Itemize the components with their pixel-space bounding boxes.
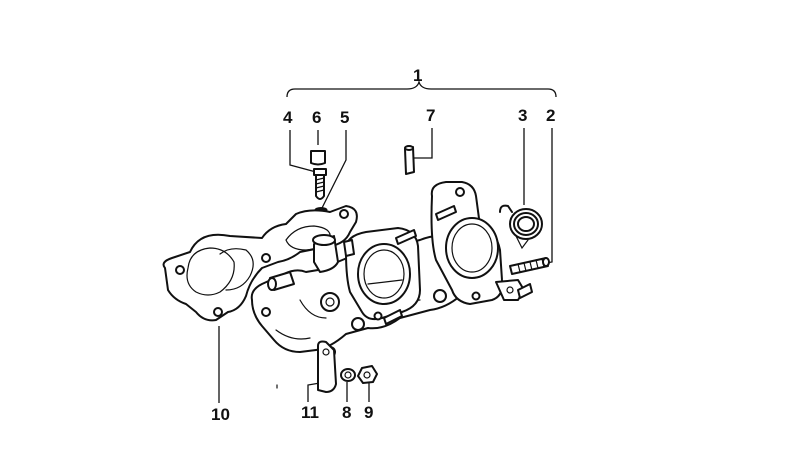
callout-7[interactable]: 7 bbox=[426, 106, 435, 125]
callout-9[interactable]: 9 bbox=[364, 403, 373, 422]
return-spring-part bbox=[499, 204, 543, 250]
callout-8[interactable]: 8 bbox=[342, 403, 351, 422]
housing-studs bbox=[343, 205, 457, 325]
leader-lines bbox=[218, 128, 553, 403]
callout-10[interactable]: 10 bbox=[211, 405, 230, 424]
callout-5[interactable]: 5 bbox=[340, 108, 349, 127]
throttle-bore-1 bbox=[344, 227, 421, 321]
callout-6[interactable]: 6 bbox=[312, 108, 321, 127]
dowel-pin-part bbox=[404, 145, 415, 175]
callout-2[interactable]: 2 bbox=[546, 106, 555, 125]
stud-bolt-part bbox=[509, 257, 550, 275]
callout-1[interactable]: 1 bbox=[413, 66, 422, 85]
adjusting-screw-part bbox=[313, 168, 327, 200]
bracket-part bbox=[317, 340, 337, 393]
callout-3[interactable]: 3 bbox=[518, 106, 527, 125]
callout-4[interactable]: 4 bbox=[283, 108, 293, 127]
washer-part bbox=[340, 368, 356, 382]
throttle-lever bbox=[495, 279, 533, 301]
assembly-bracket bbox=[286, 79, 557, 98]
cap-part bbox=[310, 150, 326, 166]
callout-11[interactable]: 11 bbox=[301, 403, 319, 422]
nut-part bbox=[357, 365, 378, 384]
